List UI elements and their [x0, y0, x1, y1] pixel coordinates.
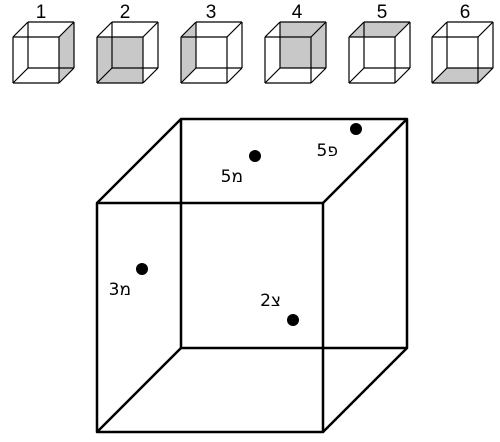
large-cube-edge-top-left — [96, 118, 182, 204]
option-number-3: 3 — [206, 2, 217, 23]
point-2: מ5 — [221, 150, 261, 187]
small-cube-edge — [180, 67, 197, 84]
small-cube-edge — [477, 67, 494, 84]
point-label-3: מ3 — [109, 280, 131, 300]
point-dot-1 — [350, 123, 362, 135]
small-cube-edge — [226, 21, 243, 38]
large-cube-edge-top-right — [322, 118, 408, 204]
large-cube-back-face — [179, 117, 409, 350]
small-cube-edge — [394, 67, 411, 84]
shaded-face-bottom — [432, 68, 493, 83]
small-cube-6 — [431, 21, 494, 84]
point-4: צ2 — [260, 291, 299, 326]
shaded-face-right — [59, 22, 74, 83]
small-cube-2 — [96, 21, 159, 84]
point-label-4: צ2 — [260, 291, 281, 311]
option-number-1: 1 — [36, 2, 47, 23]
option-number-6: 6 — [460, 2, 471, 23]
shaded-face-left — [181, 22, 196, 83]
option-6[interactable]: 6 — [431, 2, 494, 84]
small-cube-edge — [180, 21, 197, 38]
point-1: פ5 — [317, 123, 362, 161]
small-cube-edge — [226, 67, 243, 84]
small-cube-edge — [431, 21, 448, 38]
option-2[interactable]: 2 — [96, 2, 159, 84]
point-label-2: מ5 — [221, 167, 243, 187]
small-cube-edge — [96, 67, 113, 84]
option-5[interactable]: 5 — [348, 2, 411, 84]
small-cube-edge — [394, 21, 411, 38]
shaded-face-top — [349, 22, 410, 37]
small-cube-edge — [348, 21, 365, 38]
small-cube-edge — [142, 67, 159, 84]
small-cube-edge — [58, 21, 75, 38]
small-cube-1 — [12, 21, 75, 84]
option-number-5: 5 — [377, 2, 388, 23]
small-cube-edge — [58, 67, 75, 84]
large-cube-front-face — [95, 201, 325, 434]
option-number-4: 4 — [292, 2, 303, 23]
small-cube-edge — [477, 21, 494, 38]
small-cube-edge — [12, 21, 29, 38]
point-dot-2 — [249, 150, 261, 162]
small-cube-3 — [180, 21, 243, 84]
small-cube-5 — [348, 21, 411, 84]
small-cube-edge — [96, 21, 113, 38]
small-cube-4 — [264, 21, 327, 84]
point-label-1: פ5 — [317, 141, 338, 161]
option-4[interactable]: 4 — [264, 2, 327, 84]
large-cube-edge-bottom-right — [322, 347, 408, 433]
option-number-2: 2 — [120, 2, 131, 23]
small-cube-edge — [310, 21, 327, 38]
point-dot-3 — [136, 263, 148, 275]
small-cube-edge — [310, 67, 327, 84]
option-3[interactable]: 3 — [180, 2, 243, 84]
small-cube-edge — [348, 67, 365, 84]
small-cube-edge — [142, 21, 159, 38]
small-cube-edge — [264, 67, 281, 84]
option-1[interactable]: 1 — [12, 2, 75, 84]
large-cube-edge-bottom-left — [96, 347, 182, 433]
small-cube-edge — [264, 21, 281, 38]
large-cube — [95, 117, 409, 434]
point-dot-4 — [287, 314, 299, 326]
small-cube-edge — [12, 67, 29, 84]
small-cube-edge — [431, 67, 448, 84]
point-3: מ3 — [109, 263, 148, 300]
